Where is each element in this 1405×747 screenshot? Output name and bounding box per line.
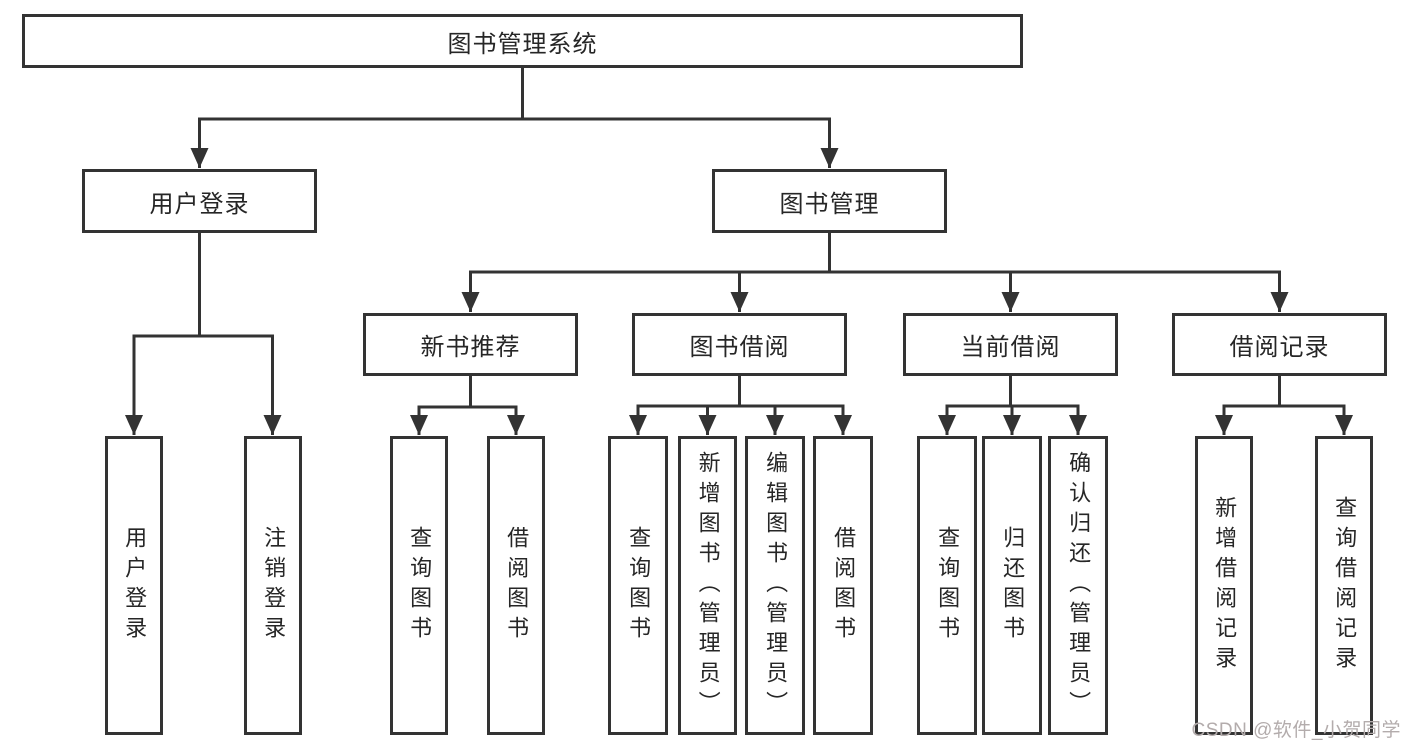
leaf-logout: 注销登录 — [244, 436, 302, 735]
node-borrow-record: 借阅记录 — [1172, 313, 1387, 376]
leaf-query-borrow-record-label: 查询借阅记录 — [1332, 495, 1358, 676]
leaf-edit-books-admin: 编辑图书（管理员） — [745, 436, 805, 735]
connector-user-login-children — [125, 233, 282, 435]
connector-borrow-record-children — [1215, 376, 1353, 435]
node-current-borrow: 当前借阅 — [903, 313, 1118, 376]
leaf-newbook-borrow-books: 借阅图书 — [487, 436, 545, 735]
leaf-borrow-books: 借阅图书 — [813, 436, 873, 735]
leaf-add-books-admin: 新增图书（管理员） — [678, 436, 737, 735]
node-new-book-recommend: 新书推荐 — [363, 313, 578, 376]
node-borrow-record-label: 借阅记录 — [1229, 334, 1330, 361]
node-root: 图书管理系统 — [22, 14, 1023, 68]
leaf-logout-label: 注销登录 — [261, 525, 287, 646]
leaf-return-books: 归还图书 — [982, 436, 1042, 735]
leaf-add-books-admin-label: 新增图书（管理员） — [695, 450, 721, 721]
node-new-book-recommend-label: 新书推荐 — [420, 334, 521, 361]
leaf-borrow-query-books-label: 查询图书 — [626, 525, 652, 646]
leaf-newbook-query-books-label: 查询图书 — [407, 525, 433, 646]
node-book-management: 图书管理 — [712, 169, 947, 233]
leaf-confirm-return-admin: 确认归还（管理员） — [1048, 436, 1108, 735]
leaf-newbook-query-books: 查询图书 — [390, 436, 448, 735]
leaf-query-borrow-record: 查询借阅记录 — [1315, 436, 1373, 735]
leaf-confirm-return-admin-label: 确认归还（管理员） — [1066, 450, 1092, 721]
node-root-label: 图书管理系统 — [447, 30, 598, 58]
leaf-edit-books-admin-label: 编辑图书（管理员） — [763, 450, 789, 721]
csdn-watermark: CSDN @软件_小贺同学 — [1191, 720, 1401, 741]
leaf-current-query-books-label: 查询图书 — [935, 525, 961, 646]
connector-root-to-level1 — [190, 68, 839, 168]
leaf-newbook-borrow-books-label: 借阅图书 — [504, 525, 530, 646]
leaf-user-login-label: 用户登录 — [122, 525, 148, 646]
connector-book-borrow-children — [629, 376, 852, 435]
leaf-borrow-books-label: 借阅图书 — [831, 525, 857, 646]
leaf-current-query-books: 查询图书 — [917, 436, 977, 735]
leaf-user-login: 用户登录 — [105, 436, 163, 735]
node-user-login-label: 用户登录 — [149, 190, 250, 218]
node-current-borrow-label: 当前借阅 — [960, 334, 1061, 361]
leaf-add-borrow-record-label: 新增借阅记录 — [1212, 495, 1238, 676]
node-book-borrow: 图书借阅 — [632, 313, 847, 376]
leaf-return-books-label: 归还图书 — [1000, 525, 1026, 646]
connector-book-mgmt-children — [461, 233, 1289, 312]
connector-current-borrow-children — [938, 376, 1087, 435]
leaf-borrow-query-books: 查询图书 — [608, 436, 668, 735]
node-book-management-label: 图书管理 — [779, 190, 880, 218]
connector-new-book-children — [410, 376, 525, 435]
leaf-add-borrow-record: 新增借阅记录 — [1195, 436, 1253, 735]
node-user-login: 用户登录 — [82, 169, 317, 233]
node-book-borrow-label: 图书借阅 — [689, 334, 790, 361]
